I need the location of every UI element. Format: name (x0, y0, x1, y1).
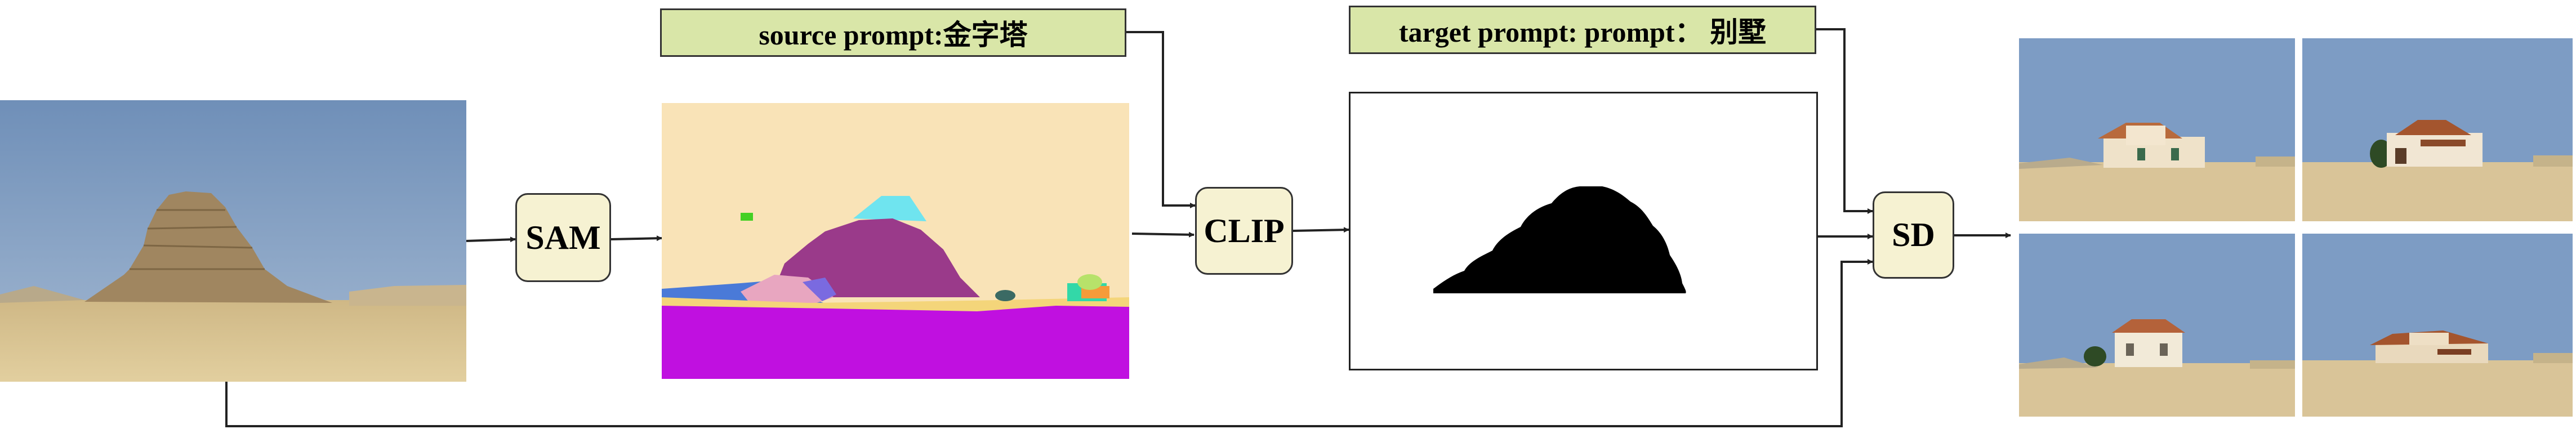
arrow-input-to-sam (466, 236, 516, 243)
mask-image (1349, 92, 1818, 370)
output-image-4 (2302, 234, 2573, 417)
target-prompt-box: target prompt: prompt： 别墅 (1349, 6, 1816, 54)
sd-node: SD (1873, 191, 1954, 279)
output-image-2 (2302, 38, 2573, 221)
sam-node: SAM (515, 193, 611, 282)
arrow-sam-to-seg (610, 235, 662, 242)
arrow-seg-to-clip (1131, 231, 1195, 238)
clip-node: CLIP (1195, 187, 1293, 275)
input-image (0, 100, 466, 382)
source-prompt-box: source prompt:金字塔 (660, 8, 1126, 57)
output-image-1 (2019, 38, 2295, 221)
output-image-3 (2019, 234, 2295, 417)
arrow-input-bypass-to-sd (225, 259, 1873, 427)
arrow-target-prompt-to-sd (1816, 28, 1873, 214)
arrow-source-prompt-to-clip (1126, 31, 1196, 208)
arrow-clip-to-mask (1293, 227, 1349, 233)
segmentation-map (662, 103, 1129, 379)
